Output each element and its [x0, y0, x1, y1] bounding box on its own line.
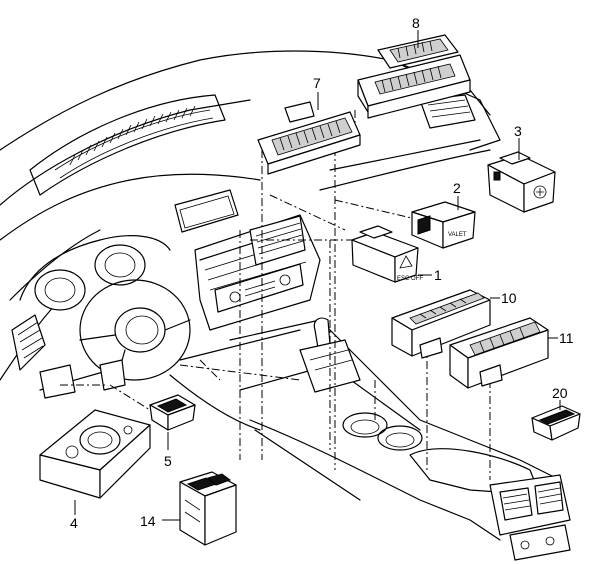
- callout-3: 3: [514, 123, 522, 139]
- callout-11: 11: [559, 330, 574, 346]
- callout-4: 4: [70, 515, 78, 531]
- part-20-small-switch: [531, 400, 581, 441]
- part-2-valet-switch: VALET: [411, 196, 476, 249]
- navigation-screen: [174, 189, 239, 233]
- part-11-switch-panel: [449, 317, 558, 389]
- part-5-switch: [149, 394, 196, 450]
- callout-8: 8: [412, 15, 420, 31]
- callout-2: 2: [453, 180, 461, 196]
- center-console: [229, 317, 571, 561]
- valet-button-text: VALET: [448, 232, 467, 238]
- callout-5: 5: [164, 453, 172, 469]
- part-14-switch-block: [162, 471, 237, 546]
- part-1-hazard-switch: ESC OFF: [351, 225, 432, 283]
- steering-wheel: [79, 279, 191, 386]
- part-7-switch-panel: [257, 92, 361, 175]
- part-4-light-switch: [39, 409, 151, 515]
- leader-lines: [60, 110, 491, 480]
- callout-labels: 8 7 3 2 1 10 11 20 5 4 14: [70, 15, 574, 531]
- part-8-climate-control: [357, 30, 471, 119]
- callout-10: 10: [501, 290, 517, 306]
- callout-7: 7: [313, 75, 321, 91]
- callout-1: 1: [434, 267, 442, 283]
- esc-off-button-text: ESC OFF: [397, 276, 423, 282]
- instrument-cluster: [19, 235, 171, 311]
- part-3-switch-block: [487, 138, 556, 213]
- center-stack: [194, 214, 321, 331]
- left-side-vent: [11, 314, 46, 371]
- dashboard-outline: [0, 50, 571, 561]
- callout-14: 14: [140, 513, 156, 529]
- defrost-vent-grille: [69, 105, 196, 166]
- callout-20: 20: [552, 385, 568, 401]
- part-10-button-panel: [391, 289, 500, 359]
